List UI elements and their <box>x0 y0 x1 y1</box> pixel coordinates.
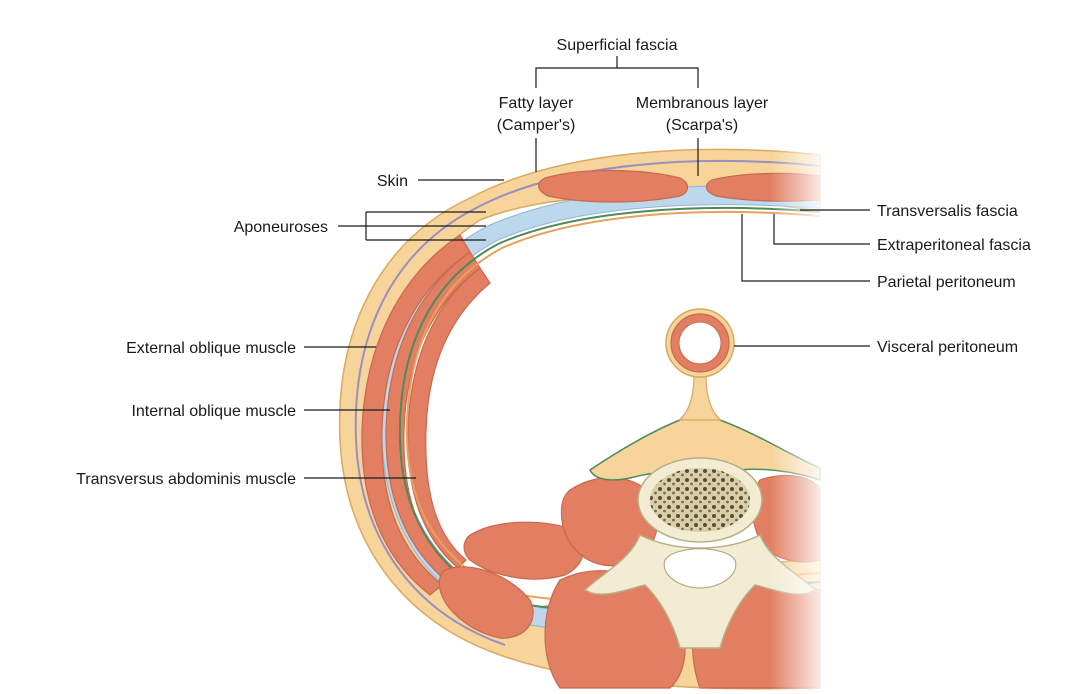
transversus-abdominis-shape <box>407 267 491 569</box>
right-mask <box>828 130 868 694</box>
leader-lines <box>304 56 870 479</box>
vertebral-arch <box>583 533 817 649</box>
membranous-layer-line <box>354 159 821 646</box>
rectus-muscle-left <box>538 169 689 203</box>
label-skin: Skin <box>377 173 408 190</box>
label-transversalis-fascia: Transversalis fascia <box>877 203 1018 220</box>
parietal-peritoneum-leader <box>741 214 870 282</box>
label-fatty-layer-campers: (Camper's) <box>497 117 576 134</box>
label-superficial-fascia: Superficial fascia <box>557 37 678 54</box>
label-aponeuroses: Aponeuroses <box>234 219 328 236</box>
vertebral-body-spongy <box>650 468 750 532</box>
label-visceral-peritoneum: Visceral peritoneum <box>877 339 1018 356</box>
right-fade <box>770 130 830 694</box>
extraperitoneal-fascia-leader <box>773 214 870 245</box>
aponeuroses-leader <box>338 211 486 241</box>
external-oblique-muscle-shape <box>361 234 471 596</box>
label-transversus-abdominis: Transversus abdominis muscle <box>76 471 296 488</box>
label-external-oblique: External oblique muscle <box>126 340 296 357</box>
superficial-fascia-bracket <box>535 56 699 88</box>
label-parietal-peritoneum: Parietal peritoneum <box>877 274 1016 291</box>
label-membranous-layer: Membranous layer <box>636 95 769 112</box>
posterior-muscle-1 <box>463 521 585 580</box>
mesentery-stalk <box>678 374 722 421</box>
label-membranous-layer-scarpas: (Scarpa's) <box>666 117 738 134</box>
label-fatty-layer: Fatty layer <box>499 95 574 112</box>
label-internal-oblique: Internal oblique muscle <box>131 403 296 420</box>
posterior-muscle-2 <box>438 566 534 639</box>
label-extraperitoneal-fascia: Extraperitoneal fascia <box>877 237 1031 254</box>
spinal-canal <box>663 548 737 589</box>
bowel-lumen <box>678 321 722 365</box>
